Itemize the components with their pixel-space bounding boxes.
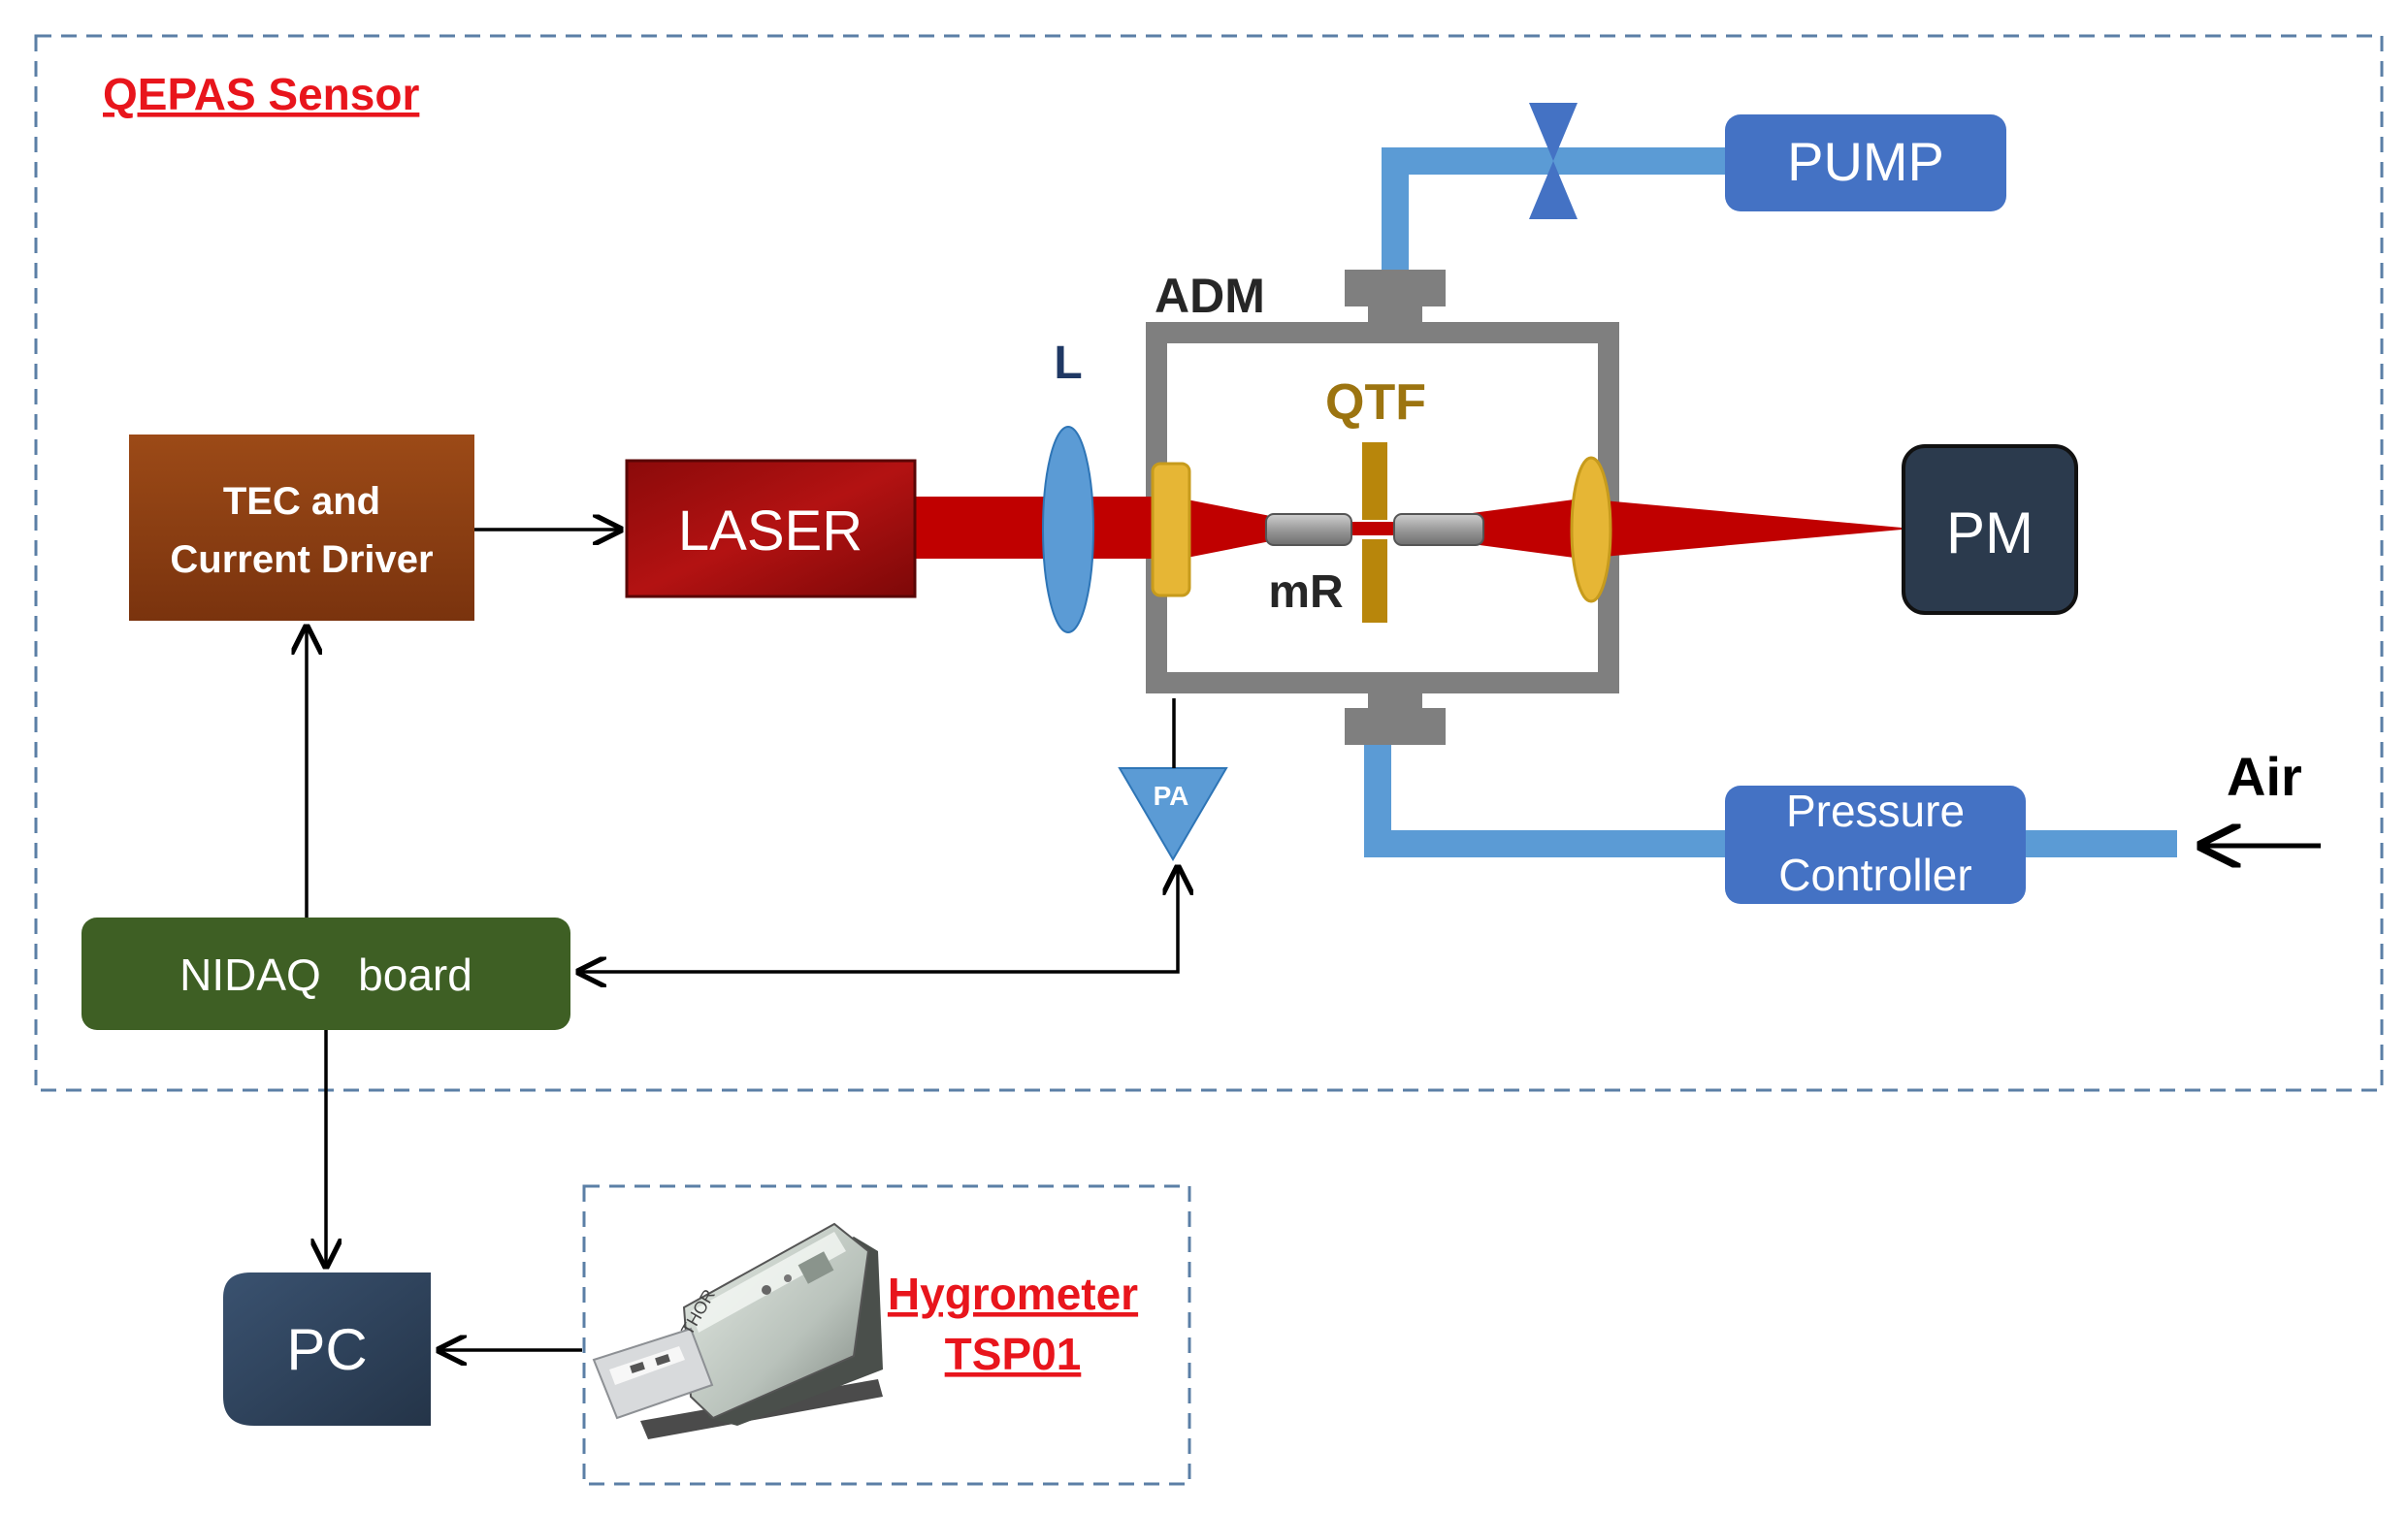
micro-resonator-left <box>1265 513 1352 546</box>
qtf-prong-upper <box>1362 442 1387 520</box>
gas-lines <box>1364 147 2177 857</box>
nidaq-label: NIDAQ board <box>179 950 472 1000</box>
micro-resonator-right <box>1393 513 1484 546</box>
tec-driver-block: TEC and Current Driver <box>129 435 474 621</box>
signal-connections <box>307 530 1178 1350</box>
tec-driver-line2: Current Driver <box>170 538 433 581</box>
bottom-port-fitting <box>1345 708 1446 745</box>
qepas-sensor-title: QEPAS Sensor <box>103 69 419 119</box>
tec-driver-line1: TEC and <box>223 480 380 523</box>
pump-gas-line <box>1382 147 1737 281</box>
lens-label: L <box>1054 338 1082 389</box>
pressure-controller-line2: Controller <box>1778 850 1971 900</box>
pressure-controller-block: Pressure Controller <box>1725 786 2026 904</box>
pm-label: PM <box>1946 500 2034 565</box>
laser-block: LASER <box>625 459 917 598</box>
pump-block: PUMP <box>1725 114 2006 211</box>
pressure-controller-line1: Pressure <box>1786 786 1965 836</box>
valve-icon <box>1529 103 1578 219</box>
lens-icon <box>1042 426 1094 633</box>
pressure-gas-line <box>1364 723 1737 857</box>
mr-label: mR <box>1268 566 1343 618</box>
qtf-prong-lower <box>1362 539 1387 623</box>
adm-label: ADM <box>1155 269 1265 323</box>
pump-label: PUMP <box>1787 131 1944 192</box>
hygrometer-boundary <box>582 1184 1191 1486</box>
nidaq-pa-link <box>578 867 1178 972</box>
hygrometer-model: TSP01 <box>945 1329 1082 1379</box>
pc-label: PC <box>286 1317 367 1382</box>
output-window-icon <box>1570 456 1612 603</box>
qtf-label: QTF <box>1325 374 1426 431</box>
laser-label: LASER <box>678 499 862 563</box>
hygrometer-device-image: THOR <box>592 1222 883 1439</box>
power-meter-block: PM <box>1902 444 2078 615</box>
hygrometer-title: Hygrometer <box>888 1269 1138 1319</box>
nidaq-board-block: NIDAQ board <box>81 918 570 1030</box>
preamplifier-block: PA <box>1118 767 1228 861</box>
input-window-icon <box>1151 462 1191 597</box>
pc-block: PC <box>223 1272 431 1426</box>
air-label: Air <box>2227 746 2302 807</box>
pa-label: PA <box>1154 781 1189 811</box>
top-port-fitting <box>1345 270 1446 306</box>
qepas-sensor-boundary <box>34 34 2384 1092</box>
